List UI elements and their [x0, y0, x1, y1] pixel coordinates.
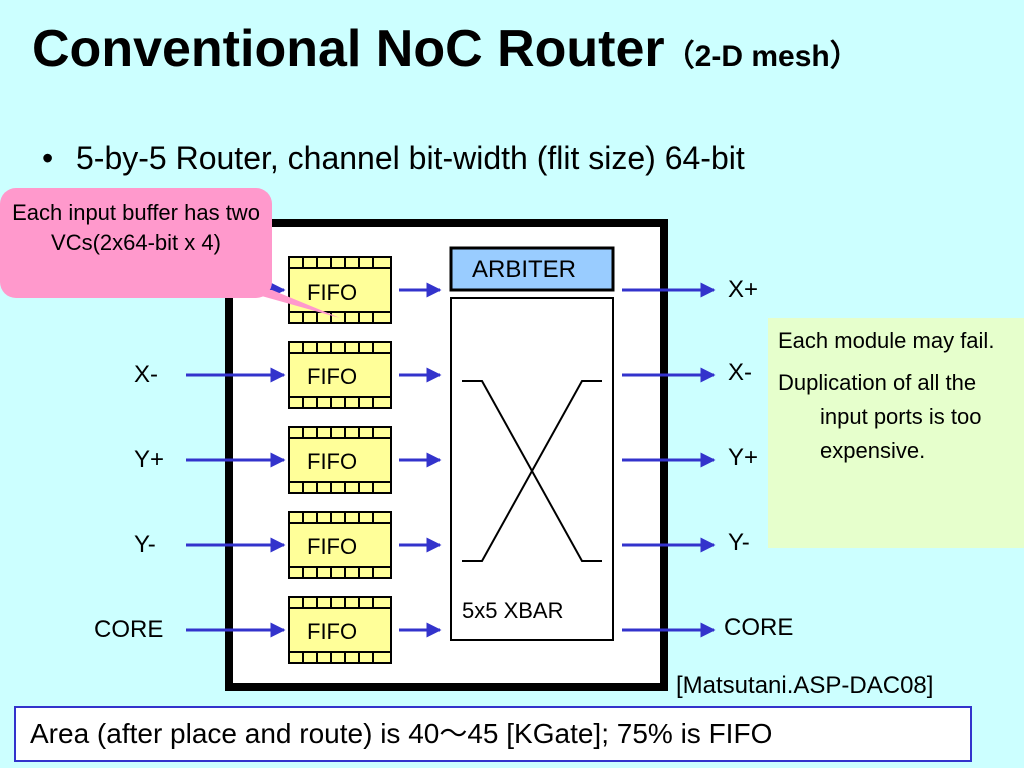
vc-callout: Each input buffer has two VCs(2x64-bit x… — [0, 188, 272, 298]
arbiter-label: ARBITER — [472, 256, 577, 283]
input-port-label: CORE — [94, 616, 164, 643]
fifo-label-core: FIFO — [305, 619, 360, 645]
failure-note: Each module may fail. Duplication of all… — [768, 318, 1024, 548]
title-main: Conventional NoC Router — [32, 20, 665, 78]
output-port-label: Y+ — [728, 444, 759, 471]
input-port-label: Y+ — [134, 446, 165, 473]
output-port-label: CORE — [724, 614, 794, 641]
fifo-to-xbar-arrows — [399, 282, 442, 638]
page-title: Conventional NoC Router（2-D mesh） — [32, 18, 860, 88]
bullet-text: 5-by-5 Router, channel bit-width (flit s… — [76, 140, 745, 176]
output-port-label: Y- — [728, 529, 750, 556]
arbiter-box — [449, 246, 615, 292]
bullet-marker: • — [42, 140, 54, 176]
input-port-label: X- — [134, 361, 158, 388]
fifo-label-xminus: FIFO — [305, 364, 360, 390]
citation: [Matsutani.ASP-DAC08] — [676, 672, 934, 699]
input-port-label: Y- — [134, 531, 156, 558]
fifo-label-yminus: FIFO — [305, 534, 360, 560]
bullet-item: • 5-by-5 Router, channel bit-width (flit … — [42, 136, 745, 180]
note-line-2: Duplication of all the input ports is to… — [778, 370, 982, 463]
area-summary-text: Area (after place and route) is 40～45 [K… — [30, 718, 773, 749]
fifo-buffer-xplus — [288, 256, 392, 324]
title-sub: （2-D mesh） — [664, 40, 860, 73]
output-port-label: X+ — [728, 276, 759, 303]
fifo-label-xplus: FIFO — [305, 280, 360, 306]
callout-pointer — [240, 290, 340, 318]
area-summary-box: Area (after place and route) is 40～45 [K… — [14, 706, 972, 762]
input-arrows — [186, 282, 286, 638]
xbar-label: 5x5 XBAR — [462, 598, 564, 623]
output-arrows — [622, 282, 716, 638]
output-port-label: X- — [728, 359, 752, 386]
crossbar-wiring — [462, 380, 602, 562]
note-line-1: Each module may fail. — [778, 328, 995, 353]
fifo-label-yplus: FIFO — [305, 449, 360, 475]
